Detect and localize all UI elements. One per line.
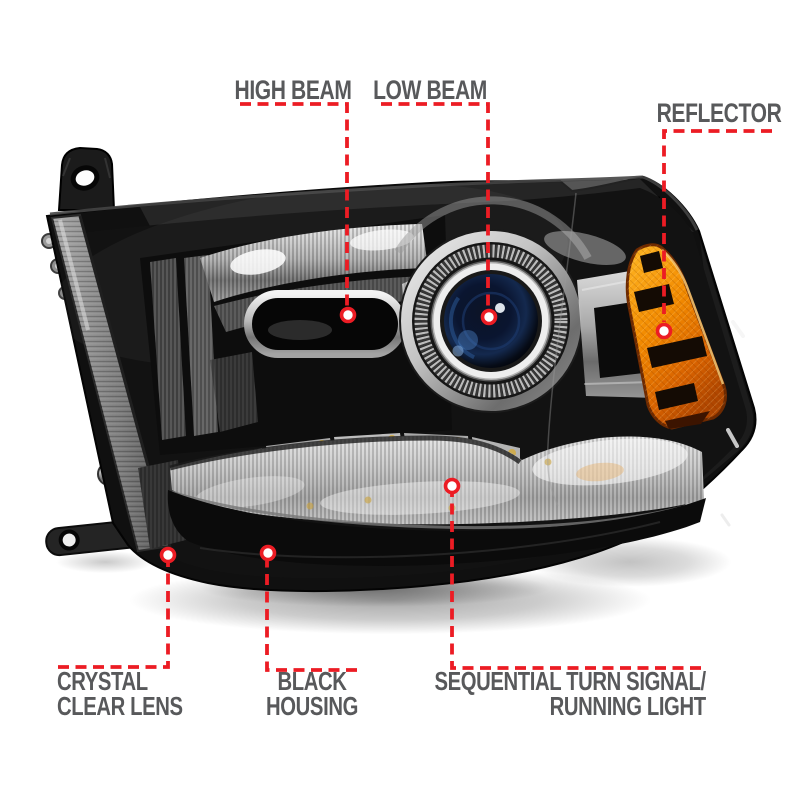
callout-line-reflector xyxy=(655,129,772,340)
amber-reflector xyxy=(625,243,728,430)
callout-line-low-beam xyxy=(381,102,498,326)
callout-label-sequential-turn-signal: SEQUENTIAL TURN SIGNAL/ RUNNING LIGHT xyxy=(434,666,707,721)
mounting-tab-top xyxy=(57,146,116,211)
callout-label-crystal-clear-lens: CRYSTAL CLEAR LENS xyxy=(57,666,183,721)
callout-label-reflector: REFLECTOR xyxy=(656,98,782,128)
callout-label-high-beam: HIGH BEAM xyxy=(234,75,352,105)
callout-label-black-housing: BLACK HOUSING xyxy=(266,666,358,721)
callout-line-high-beam xyxy=(240,102,357,324)
callout-line-sequential-turn-signal xyxy=(443,477,701,670)
callout-lines xyxy=(58,102,772,672)
callout-line-black-housing xyxy=(259,544,357,672)
led-strip xyxy=(167,433,706,566)
callout-line-crystal-clear-lens xyxy=(58,546,177,669)
surface-details xyxy=(546,192,745,527)
callout-label-low-beam: LOW BEAM xyxy=(373,75,487,105)
